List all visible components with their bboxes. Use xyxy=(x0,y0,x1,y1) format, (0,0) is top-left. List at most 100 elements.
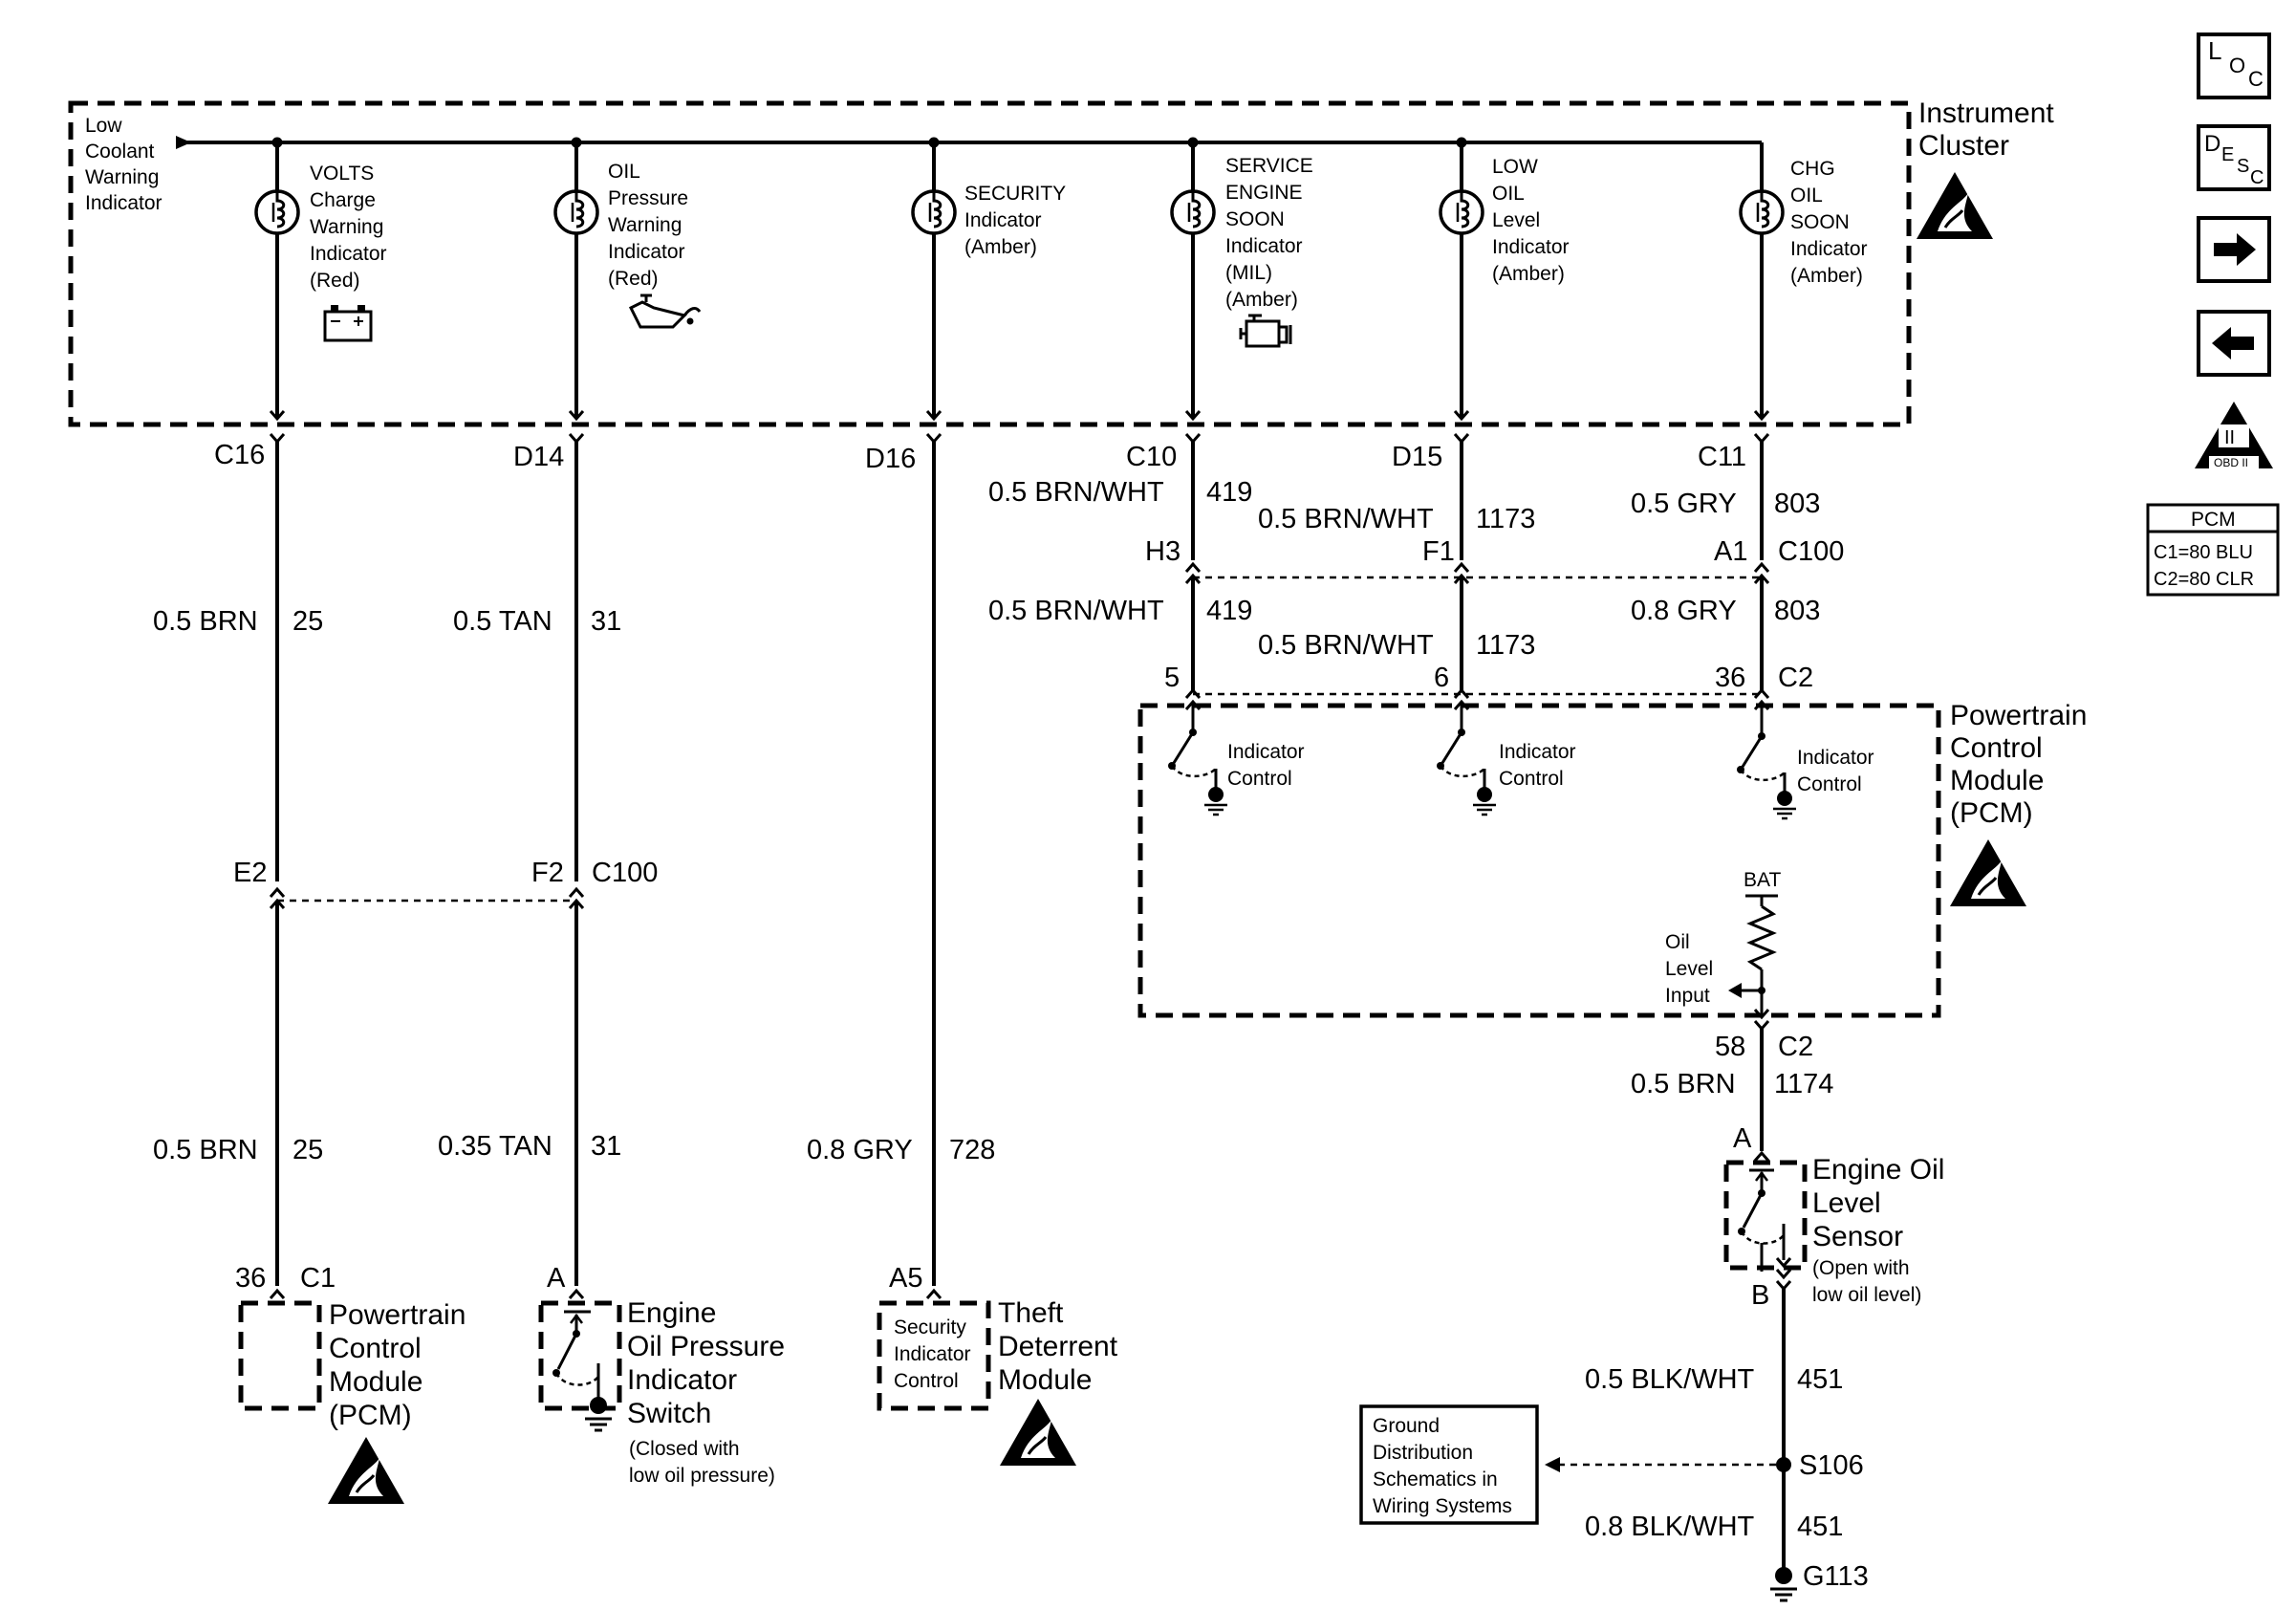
instrument-cluster-label: Instrument xyxy=(1918,98,2054,129)
svg-text:Oil Pressure: Oil Pressure xyxy=(627,1331,785,1362)
svg-text:S: S xyxy=(2237,156,2249,177)
indicator-security: SECURITY Indicator (Amber) xyxy=(911,142,1066,421)
svg-text:Module: Module xyxy=(329,1366,422,1398)
svg-text:OBD II: OBD II xyxy=(2214,456,2248,469)
oil-level-switch-icon xyxy=(1738,1168,1786,1272)
svg-text:Engine: Engine xyxy=(627,1297,716,1329)
svg-text:Wiring Systems: Wiring Systems xyxy=(1373,1495,1512,1517)
reference-arrow-icon xyxy=(1545,1457,1560,1472)
svg-text:Indicator: Indicator xyxy=(1225,235,1303,257)
svg-text:Control: Control xyxy=(1227,768,1292,790)
svg-text:Module: Module xyxy=(1950,765,2044,796)
indicator-low-oil-level: LOW OIL Level Indicator (Amber) xyxy=(1439,142,1570,421)
theft-pin-a5: A5 xyxy=(889,1263,922,1294)
svg-text:(PCM): (PCM) xyxy=(329,1400,412,1431)
svg-text:(Closed with: (Closed with xyxy=(629,1438,740,1460)
ground-distribution-ref-box[interactable] xyxy=(1359,1404,1539,1525)
svg-text:0.8 GRY: 0.8 GRY xyxy=(807,1135,913,1165)
pin-c11: C11 xyxy=(1698,442,1746,472)
svg-text:Level: Level xyxy=(1665,958,1713,980)
ses-lamp-icon xyxy=(1170,189,1216,235)
svg-text:Control: Control xyxy=(1499,768,1564,790)
svg-text:1173: 1173 xyxy=(1476,504,1535,534)
svg-text:Indicator: Indicator xyxy=(1227,741,1305,763)
svg-text:0.5 TAN: 0.5 TAN xyxy=(453,606,552,637)
desc-button[interactable]: D E S C xyxy=(2197,124,2271,191)
svg-text:A1: A1 xyxy=(1714,536,1747,567)
svg-text:451: 451 xyxy=(1797,1364,1843,1395)
svg-text:803: 803 xyxy=(1774,596,1820,626)
svg-text:Level: Level xyxy=(1492,209,1540,231)
instrument-cluster-label-2: Cluster xyxy=(1918,130,2009,162)
svg-text:728: 728 xyxy=(949,1135,995,1165)
svg-text:Control: Control xyxy=(329,1333,422,1364)
feed-arrow-icon xyxy=(176,136,191,149)
svg-text:0.5 BLK/WHT: 0.5 BLK/WHT xyxy=(1585,1364,1755,1395)
pcm-left-box xyxy=(238,1300,322,1411)
svg-text:Warning: Warning xyxy=(608,214,682,236)
svg-text:0.5 BRN: 0.5 BRN xyxy=(153,606,258,637)
previous-page-button[interactable] xyxy=(2197,310,2271,377)
svg-text:(Open with: (Open with xyxy=(1812,1257,1910,1279)
battery-icon xyxy=(323,305,373,342)
indicator-service-engine-soon: SERVICE ENGINE SOON Indicator (MIL) (Amb… xyxy=(1170,142,1313,421)
indicator-chg-oil-soon: CHG OIL SOON Indicator (Amber) xyxy=(1739,142,1868,421)
svg-text:Control: Control xyxy=(894,1370,959,1392)
svg-text:C2: C2 xyxy=(1778,663,1813,693)
svg-text:Indicator: Indicator xyxy=(627,1364,737,1396)
pull-up-resistor xyxy=(1728,894,1778,1015)
svg-text:Pressure: Pressure xyxy=(608,187,688,209)
svg-text:(Amber): (Amber) xyxy=(964,236,1037,258)
switch-pin-a: A xyxy=(547,1263,566,1294)
indicator-oil-pressure: OIL Pressure Warning Indicator (Red) xyxy=(553,142,702,421)
svg-text:(PCM): (PCM) xyxy=(1950,797,2033,829)
pcm-right-box xyxy=(1137,703,1941,1018)
svg-text:Charge: Charge xyxy=(310,189,376,211)
svg-text:Level: Level xyxy=(1812,1187,1881,1219)
svg-text:Module: Module xyxy=(998,1364,1092,1396)
svg-text:Indicator: Indicator xyxy=(85,192,162,214)
svg-text:OIL: OIL xyxy=(1790,185,1823,207)
ground-g113-icon xyxy=(1768,1565,1799,1602)
svg-text:C100: C100 xyxy=(1778,536,1844,567)
esd-icon xyxy=(998,1397,1078,1468)
esd-icon xyxy=(326,1435,406,1506)
svg-text:(Amber): (Amber) xyxy=(1492,263,1565,285)
indicator-driver-2 xyxy=(1435,702,1498,816)
loc-button[interactable]: L O C xyxy=(2197,33,2271,99)
svg-text:Sensor: Sensor xyxy=(1812,1221,1903,1252)
indicator-driver-3 xyxy=(1735,706,1798,820)
svg-text:VOLTS: VOLTS xyxy=(310,163,374,185)
pin-c10: C10 xyxy=(1126,442,1177,472)
svg-text:SERVICE: SERVICE xyxy=(1225,155,1313,177)
svg-text:31: 31 xyxy=(591,1131,621,1162)
svg-text:Warning: Warning xyxy=(310,216,383,238)
svg-text:419: 419 xyxy=(1206,477,1252,508)
svg-text:Schematics in: Schematics in xyxy=(1373,1469,1498,1490)
indicator-driver-1 xyxy=(1166,702,1229,816)
svg-text:C2=80 CLR: C2=80 CLR xyxy=(2154,569,2254,590)
svg-text:(MIL): (MIL) xyxy=(1225,262,1272,284)
next-page-button[interactable] xyxy=(2197,216,2271,283)
svg-text:II: II xyxy=(2224,427,2235,448)
svg-text:0.5 BRN: 0.5 BRN xyxy=(153,1135,258,1165)
oil-pressure-lamp-icon xyxy=(553,189,599,235)
arrow-right-icon xyxy=(2214,233,2256,266)
svg-text:(Amber): (Amber) xyxy=(1225,289,1298,311)
svg-text:PCM: PCM xyxy=(2191,509,2236,531)
svg-text:58: 58 xyxy=(1715,1032,1745,1062)
svg-text:Indicator: Indicator xyxy=(310,243,387,265)
svg-text:0.5 BRN/WHT: 0.5 BRN/WHT xyxy=(1258,630,1434,661)
svg-text:803: 803 xyxy=(1774,489,1820,519)
svg-text:B: B xyxy=(1751,1280,1769,1311)
svg-text:Indicator: Indicator xyxy=(964,209,1042,231)
pin-c16: C16 xyxy=(214,440,265,470)
svg-text:E2: E2 xyxy=(233,858,267,888)
svg-text:0.5 GRY: 0.5 GRY xyxy=(1631,489,1737,519)
oil-level-sensor-box xyxy=(1723,1160,1808,1271)
ground-icon xyxy=(583,1395,614,1432)
chg-oil-lamp-icon xyxy=(1739,189,1785,235)
svg-text:Switch: Switch xyxy=(627,1398,711,1429)
indicator-volts: VOLTS Charge Warning Indicator (Red) xyxy=(254,142,387,421)
